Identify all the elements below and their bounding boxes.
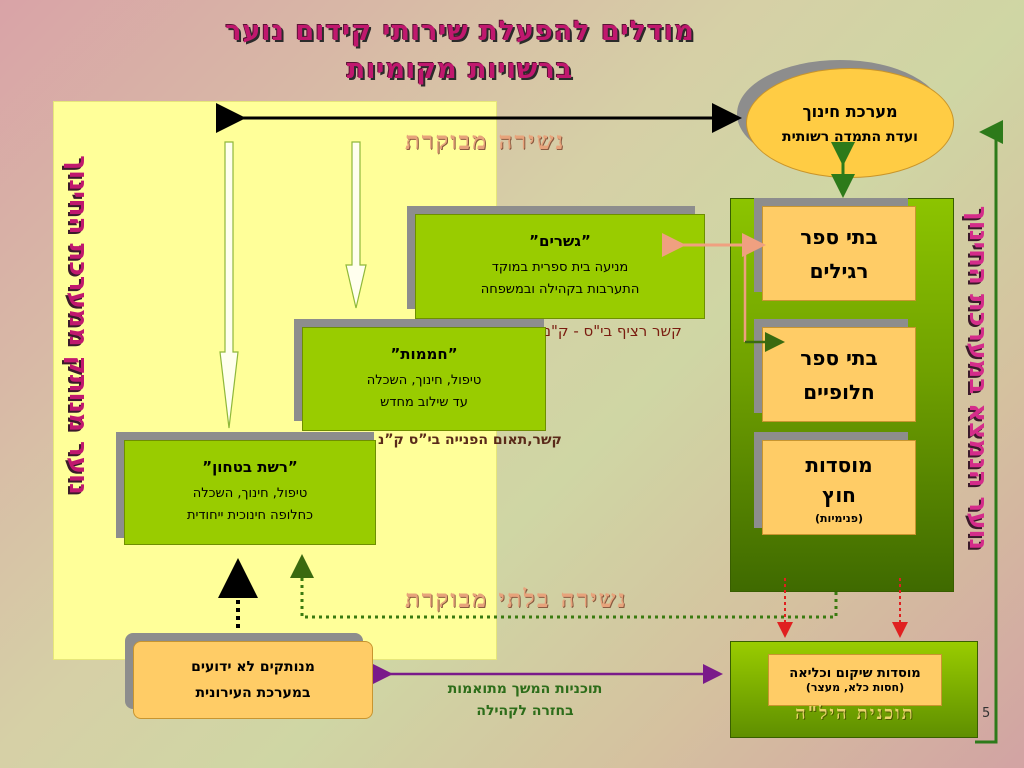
model-line: טיפול, חינוך, השכלה [192,486,308,501]
page-number: 5 [982,706,991,721]
model-title: ”רשת בטחון” [202,458,298,476]
school-line: רגילים [809,258,869,283]
model-line: טיפול, חינוך, השכלה [366,372,482,388]
school-line: בתי ספר [800,224,878,249]
model-line: מניעה בית ספרית במוקד [491,260,629,275]
rehab-institutions-box: מוסדות שיקום וכליאה (חסות כלא, מעצר) [768,654,942,706]
school-line: מוסדות [805,453,873,477]
alternative-schools-box: בתי ספר חלופיים [762,327,916,422]
referral-link-label: קשר,תאום הפנייה בי”ס ק”נ [378,432,562,448]
title-line-2: ברשויות מקומיות [346,54,574,85]
model-line: התערבות בקהילה ובמשפחה [480,282,640,297]
model-hamamot: ”חממות” טיפול, חינוך, השכלה עד שילוב מחד… [302,327,546,431]
box-line: במערכת העירונית [195,685,311,701]
uncontrolled-dotted-path [290,554,838,619]
model-gesharim: ”גשרים” מניעה בית ספרית במוקד התערבות בק… [415,214,705,319]
unknown-disconnected-box: מנותקים לא ידועים במערכת העירונית [133,641,373,719]
programs-line: תוכניות המשך מתואמות [447,681,603,697]
programs-line: בחזרה לקהילה [476,703,574,719]
box-line: מנותקים לא ידועים [191,659,315,675]
rehab-main: מוסדות שיקום וכליאה [789,666,921,681]
return-path-arrow [975,120,1003,744]
rehab-note: (חסות כלא, מעצר) [805,681,905,694]
continuation-programs-text: תוכניות המשך מתואמות בחזרה לקהילה [420,678,630,722]
model-title: ”גשרים” [529,232,591,250]
model-line: עד שילוב מחדש [380,394,468,410]
ellipse-line-1: מערכת חינוך [802,101,898,121]
model-title: ”חממות” [390,344,458,363]
model-reshet-bitahon: ”רשת בטחון” טיפול, חינוך, השכלה כחלופה ח… [124,440,376,545]
school-line: חוץ [822,483,856,507]
school-note: (פנימיות) [815,512,864,525]
regular-schools-box: בתי ספר רגילים [762,206,916,301]
hollow-down-arrow-2 [345,141,367,309]
model-line: כחלופה חינוכית ייחודית [186,508,314,523]
school-line: בתי ספר [800,345,878,370]
title-line-1: מודלים להפעלת שירותי קידום נוער [225,16,695,47]
yheila-program-label: תוכנית היל"ה [795,703,915,724]
external-institutions-box: מוסדות חוץ (פנימיות) [762,440,916,535]
school-line: חלופיים [803,379,875,404]
hollow-down-arrow-1 [219,141,239,429]
continuous-link-label: קשר רציף בי"ס - ק"נ [545,322,682,340]
ellipse-line-2: ועדת התמדה רשותית [782,128,918,145]
uncontrolled-dropout-label: נשירה בלתי מבוקרת [405,584,628,613]
